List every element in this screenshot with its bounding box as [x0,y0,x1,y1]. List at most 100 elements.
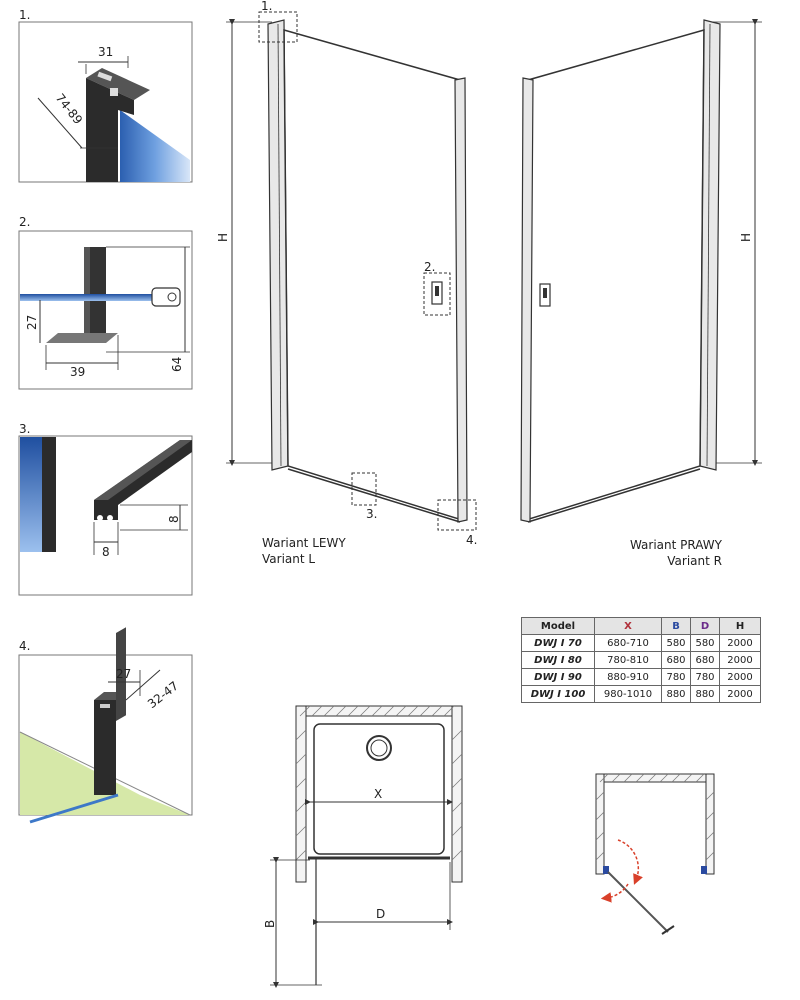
table-cell-h: 2000 [719,634,761,652]
detail-2-dim-27: 27 [25,315,39,330]
detail-3-seal-hole-a [97,515,103,521]
table-cell-b: 580 [661,634,691,652]
detail-3-number: 3. [19,422,30,436]
detail-1-hole [110,88,118,96]
detail-3-dim-8b: 8 [167,515,181,523]
table-cell-b: 680 [661,651,691,669]
table-cell-h: 2000 [719,651,761,669]
table-cell-b: 880 [661,685,691,703]
plan-hatch [295,705,463,861]
table-header-d: D [690,617,720,635]
table-cell-model: DWJ I 90 [521,668,595,686]
detail-4-floor [20,732,190,815]
table-cell-x: 880-910 [594,668,662,686]
detail-1-profile [86,78,134,182]
detail-3-glass [20,437,42,552]
opening-hinge-left [603,866,609,874]
detail-2-frame [18,230,193,390]
plan-drain-inner [370,739,388,757]
detail-3-seal-top [94,440,192,500]
detail-3-frame [18,435,193,596]
table-cell-model: DWJ I 70 [521,634,595,652]
plan-wall-right [451,705,463,883]
opening-swing-arrow-out [617,839,643,885]
left-handle-grip [435,286,439,296]
table-cell-h: 2000 [719,685,761,703]
opening-hatch [595,773,715,861]
model-table: Model X B D H DWJ I 70 680-710 580 580 2… [521,617,761,703]
detail-2-end-cap [151,287,181,307]
detail-2-number: 2. [19,215,30,229]
callout-box-1 [258,11,298,43]
plan-tray [313,723,445,855]
table-cell-h: 2000 [719,668,761,686]
opening-diagram [595,773,715,935]
table-cell-b: 780 [661,668,691,686]
callout-1: 1. [261,0,272,13]
detail-3-seal [94,440,192,520]
table-cell-d: 680 [690,651,720,669]
left-h-label: H [216,233,230,242]
callout-3: 3. [366,507,377,521]
opening-door-leaf [607,871,669,933]
table-row: DWJ I 80 780-810 680 680 2000 [521,651,761,669]
detail-4-dim-3247-line [125,669,161,701]
table-header-x: X [594,617,662,635]
detail-1-slot [97,71,113,82]
table-row: DWJ I 100 980-1010 880 880 2000 [521,685,761,703]
left-wall-profile-edge [277,23,282,467]
plan-x-label: X [374,787,382,801]
detail-4-post-side [116,627,126,722]
table-cell-x: 680-710 [594,634,662,652]
door-right: H Wariant PRAWY Variant R [520,19,762,568]
callout-box-4 [437,499,477,531]
callout-box-2 [423,272,451,316]
table-row: DWJ I 90 880-910 780 780 2000 [521,668,761,686]
left-caption-line1: Wariant LEWY [262,536,346,550]
plan-b-label: B [263,920,277,928]
table-cell-d: 780 [690,668,720,686]
detail-3: 3. 8 8 [18,422,193,596]
right-caption-line2: Variant R [667,554,722,568]
right-bottom-seal [527,468,701,523]
door-left: H 1. 2. 3. 4. Wariant LEWY Variant L [216,0,477,566]
detail-2-base [46,333,118,343]
plan-view: X D B [263,705,463,988]
table-header-b: B [661,617,691,635]
detail-2-glass [20,294,170,301]
left-bottom-seal [287,468,461,523]
detail-1-dim-7489-line [37,97,83,149]
table-cell-d: 880 [690,685,720,703]
right-h-label: H [739,233,753,242]
opening-wall-left [595,773,605,875]
detail-4-dim-27: 27 [116,667,131,681]
opening-wall-right [705,773,715,875]
detail-3-profile-left [42,437,56,552]
table-row: DWJ I 70 680-710 580 580 2000 [521,634,761,652]
opening-door-end [661,925,675,935]
left-door-edge-profile [454,77,468,523]
right-caption-line1: Wariant PRAWY [630,538,723,552]
callout-2: 2. [424,260,435,274]
detail-1-glass [120,110,190,182]
left-caption-line2: Variant L [262,552,315,566]
detail-4-dim-3247: 32-47 [145,679,181,712]
detail-4: 4. 27 32-47 [18,627,193,824]
detail-1-number: 1. [19,8,30,22]
opening-swing-arrow-in [600,883,629,903]
detail-4-glass [29,793,119,824]
table-header-model: Model [521,617,595,635]
plan-drain [366,735,392,761]
table-cell-model: DWJ I 100 [521,685,595,703]
table-header-h: H [719,617,761,635]
detail-1: 1. 31 74-89 [18,8,193,183]
right-wall-profile-edge [706,23,711,467]
detail-1-dim-7489: 74-89 [53,91,86,127]
right-handle-grip [543,288,547,298]
detail-2-end-cap-hole [167,292,177,302]
detail-2: 2. 27 39 64 [18,215,193,390]
table-cell-x: 780-810 [594,651,662,669]
opening-hinge-right [701,866,707,874]
callout-4: 4. [466,533,477,547]
